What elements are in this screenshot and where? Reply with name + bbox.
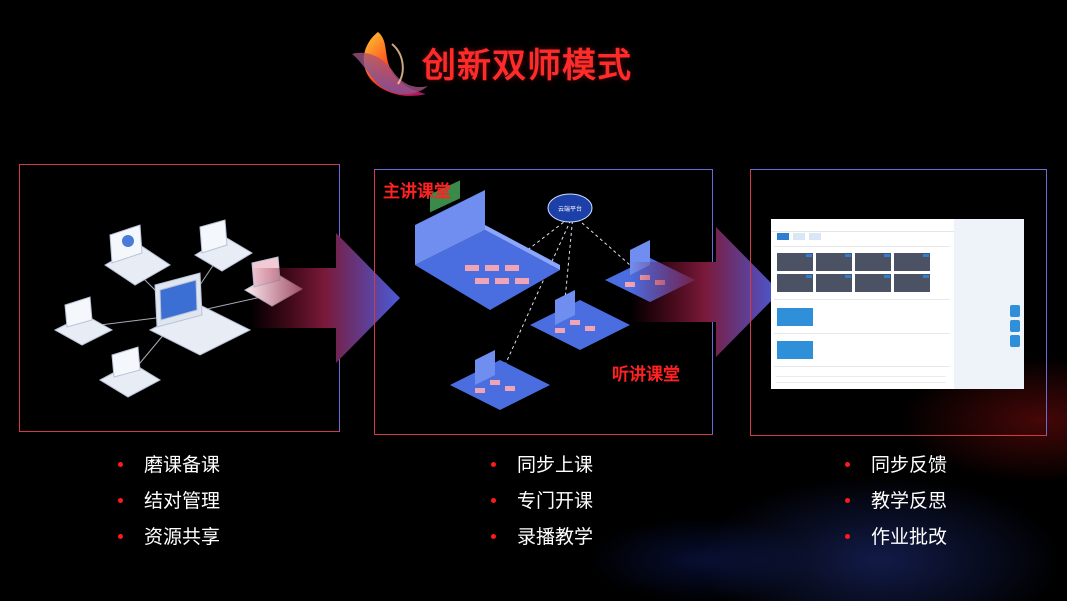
cloud-label: 云端平台 (558, 205, 582, 213)
feature-list-prep: 磨课备课 结对管理 资源共享 (118, 452, 220, 560)
list-item: 作业批改 (845, 524, 947, 560)
main-classroom-label: 主讲课堂 (383, 182, 451, 202)
networked-laptops-illustration (53, 219, 303, 398)
side-tool-button[interactable] (1010, 335, 1020, 347)
page-title: 创新双师模式 (422, 46, 632, 86)
side-tool-button[interactable] (1010, 320, 1020, 332)
list-item: 教学反思 (845, 488, 947, 524)
feature-list-feedback: 同步反馈 教学反思 作业批改 (845, 452, 947, 560)
side-tool-button[interactable] (1010, 305, 1020, 317)
listen-classroom-label: 听讲课堂 (612, 365, 680, 385)
flame-ribbon-logo-icon (352, 32, 428, 96)
list-item: 录播教学 (491, 524, 593, 560)
feedback-panel (750, 169, 1047, 436)
list-item: 同步上课 (491, 452, 593, 488)
dashboard-screenshot (771, 219, 1024, 389)
arrow-right-icon (630, 227, 780, 357)
list-item: 资源共享 (118, 524, 220, 560)
list-item: 结对管理 (118, 488, 220, 524)
prep-panel (19, 164, 340, 432)
isometric-classrooms-illustration: 云端平台 (415, 180, 695, 410)
list-item: 磨课备课 (118, 452, 220, 488)
feature-list-classroom: 同步上课 专门开课 录播教学 (491, 452, 593, 560)
list-item: 专门开课 (491, 488, 593, 524)
arrow-right-icon (250, 233, 400, 363)
list-item: 同步反馈 (845, 452, 947, 488)
